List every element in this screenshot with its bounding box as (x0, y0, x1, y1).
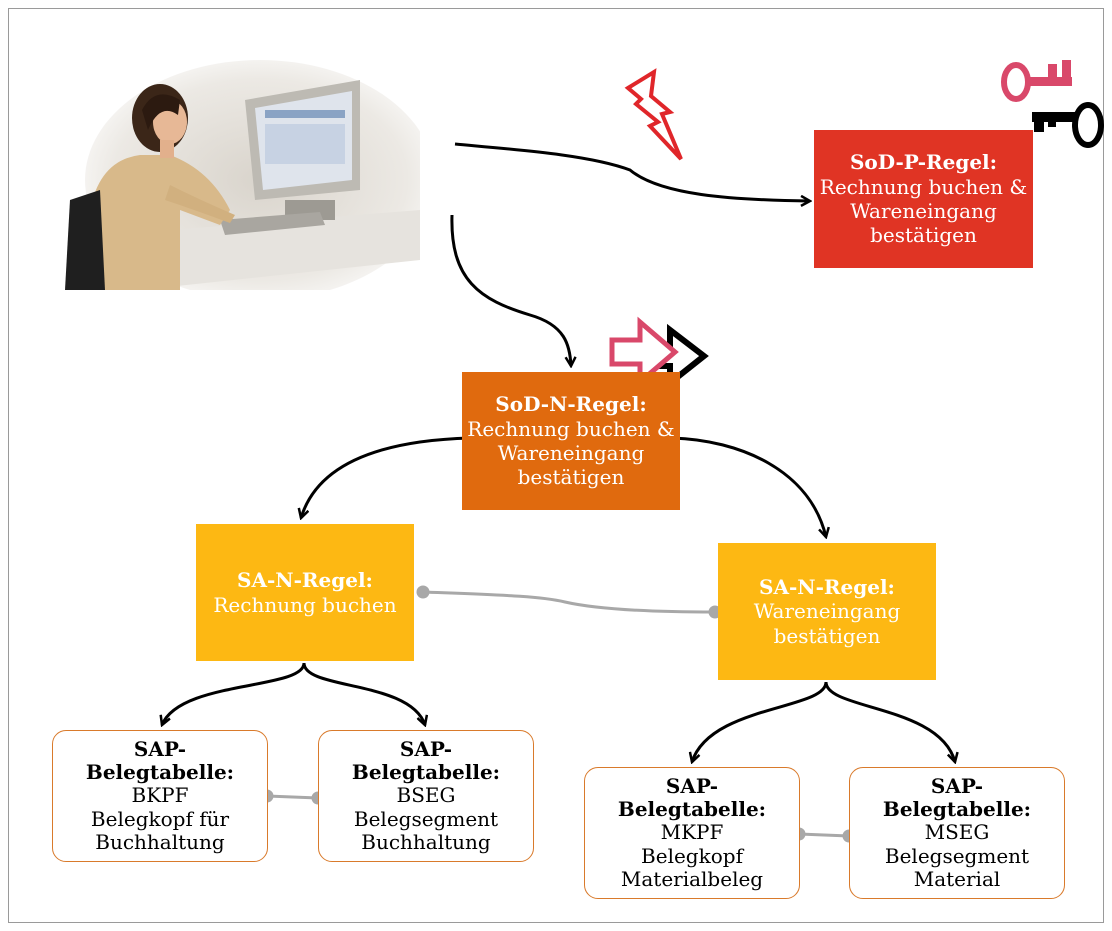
sap-table-bkpf: SAP- Belegtabelle: BKPF Belegkopf für Bu… (52, 730, 268, 862)
diagram-frame (8, 8, 1104, 923)
sod-p-rule-box: SoD-P-Regel: Rechnung buchen & Wareneing… (814, 130, 1033, 268)
arrow-sod-n-to-sa1 (301, 436, 471, 518)
sa-rule-title: SA-N-Regel: (237, 568, 373, 593)
arrow-sa1-to-t1 (162, 662, 306, 725)
sod-n-line2: Wareneingang (497, 441, 645, 465)
table-title1: SAP- (665, 774, 719, 799)
sod-n-line1: Rechnung buchen & (467, 416, 675, 441)
table-code: BSEG (396, 783, 456, 808)
table-title2: Belegtabelle: (351, 760, 501, 785)
table-title1: SAP- (399, 737, 453, 762)
sa-rule-title: SA-N-Regel: (759, 574, 895, 599)
sap-table-mseg: SAP- Belegtabelle: MSEG Belegsegment Mat… (849, 767, 1065, 899)
arrow-person-to-sod-p (454, 142, 810, 201)
sa-rule-box-rechnung: SA-N-Regel: Rechnung buchen (196, 524, 414, 661)
table-desc1: Belegsegment (353, 806, 499, 831)
sod-p-line1: Rechnung buchen & (819, 174, 1028, 199)
table-desc2: Materialbeleg (620, 866, 764, 891)
link-sa1-sa2 (422, 590, 716, 614)
link-t3-t4 (798, 832, 850, 838)
table-code: MKPF (660, 820, 724, 845)
sap-table-mkpf: SAP- Belegtabelle: MKPF Belegkopf Materi… (584, 767, 800, 899)
sap-table-bseg: SAP- Belegtabelle: BSEG Belegsegment Buc… (318, 730, 534, 862)
arrow-sa1-to-t2 (302, 662, 425, 725)
table-title1: SAP- (133, 737, 187, 762)
sod-p-line3: bestätigen (870, 223, 977, 248)
sod-n-line3: bestätigen (517, 465, 625, 490)
key-icon (1001, 60, 1104, 148)
arrow-sod-n-to-sa2 (671, 436, 826, 537)
arrow-sa2-to-t4 (824, 681, 955, 762)
lightning-icon (624, 68, 683, 161)
sa-rule-box-wareneingang: SA-N-Regel: Wareneingang bestätigen (718, 543, 936, 680)
table-code: BKPF (131, 783, 189, 808)
table-code: MSEG (924, 820, 990, 845)
table-title2: Belegtabelle: (882, 797, 1032, 822)
sa-rule-line1: Rechnung buchen (213, 592, 397, 617)
table-desc2: Material (913, 866, 1001, 891)
arrow-person-to-sod-n (450, 214, 571, 366)
arrow-right-icon (609, 316, 709, 390)
table-title2: Belegtabelle: (85, 760, 235, 785)
table-desc2: Buchhaltung (95, 829, 225, 854)
link-t1-t2 (266, 794, 319, 800)
sod-n-rule-box: SoD-N-Regel: Rechnung buchen & Wareneing… (462, 372, 680, 510)
table-title1: SAP- (930, 774, 984, 799)
sod-p-title: SoD-P-Regel: (849, 150, 998, 175)
sod-n-title: SoD-N-Regel: (495, 392, 647, 417)
table-title2: Belegtabelle: (617, 797, 767, 822)
person-at-computer-icon (65, 60, 420, 290)
table-desc1: Belegsegment (884, 843, 1030, 868)
sa-rule-line2: bestätigen (773, 623, 881, 648)
sa-rule-line1: Wareneingang (753, 599, 901, 624)
sod-p-line2: Wareneingang (850, 199, 997, 223)
table-desc1: Belegkopf für (90, 806, 230, 831)
table-desc2: Buchhaltung (361, 829, 491, 854)
arrow-sa2-to-t3 (692, 681, 828, 762)
table-desc1: Belegkopf (641, 843, 743, 868)
